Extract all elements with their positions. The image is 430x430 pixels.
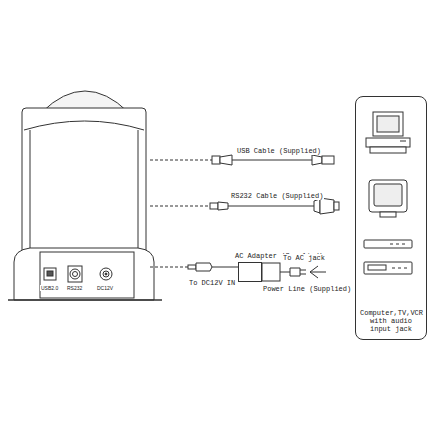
connector-label: To AC jack xyxy=(282,254,326,262)
cable-label: Power Line (Supplied) xyxy=(262,285,352,293)
adapter-box: AC Adapter (Supplied) xyxy=(238,262,262,282)
device-panel: Computer,TV,VCR with audio input jack xyxy=(355,96,427,340)
port-label: RS232 xyxy=(66,285,83,291)
cable-label: RS232 Cable (Supplied) xyxy=(230,192,324,200)
cable-label: USB Cable (Supplied) xyxy=(236,147,322,155)
connector-label: To DC12V IN xyxy=(188,279,236,287)
node-text: Computer,TV,VCR with audio input jack xyxy=(360,309,422,333)
port-label: USB2.0 xyxy=(40,285,59,291)
port-label: DC12V xyxy=(96,285,114,291)
